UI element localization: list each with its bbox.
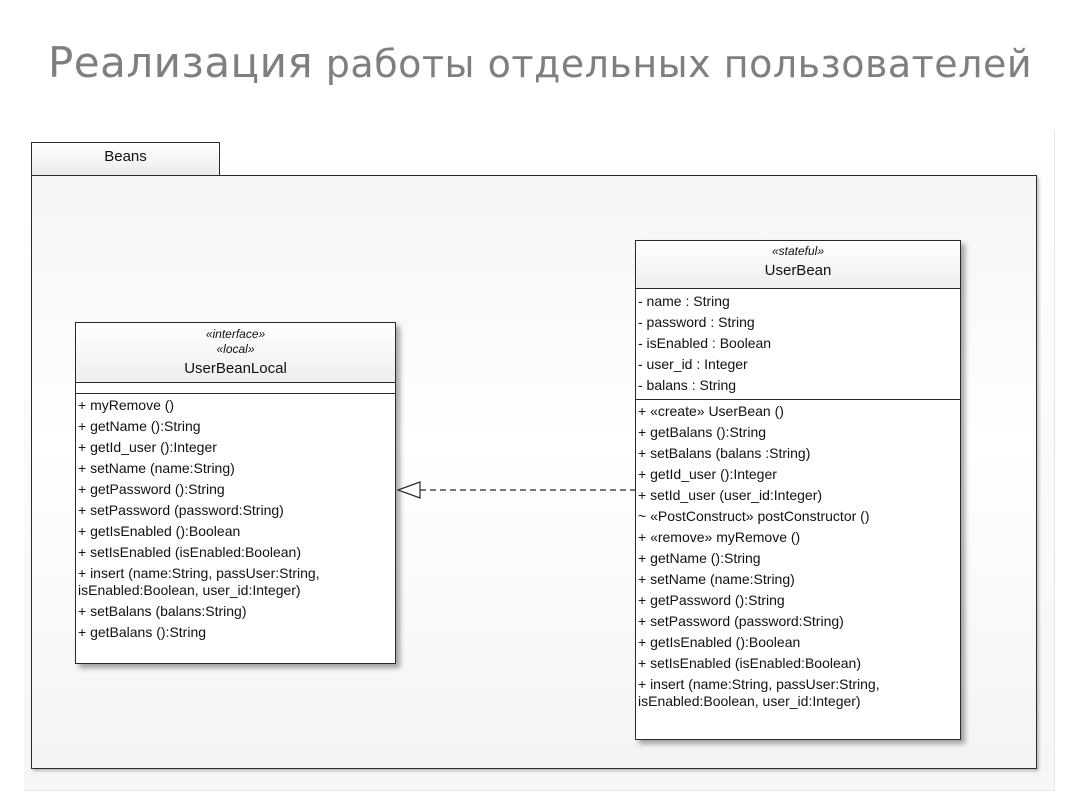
operation-item: + getIsEnabled ():Boolean [78,523,241,539]
operation-item: + insert (name:String, passUser:String, … [638,676,880,709]
stereotype-local: «local» [216,342,255,356]
operation-item: + setBalans (balans:String) [78,603,247,619]
operations-compartment: + «create» UserBean () + getBalans ():Str… [636,400,960,712]
attribute-item: - password : String [638,314,755,330]
class-name: UserBeanLocal [184,360,287,377]
attribute-item: - user_id : Integer [638,356,748,372]
attribute-item: - name : String [638,293,730,309]
operation-item: + setName (name:String) [78,460,235,476]
operation-item: + setBalans (balans :String) [638,445,811,461]
title-first-word: Реализация [47,38,314,87]
operation-item: + getId_user ():Integer [78,439,217,455]
class-header: «stateful» UserBean [636,241,960,289]
operation-item: + setIsEnabled (isEnabled:Boolean) [78,544,301,560]
operation-item: + setPassword (password:String) [638,613,844,629]
operation-item: + getPassword ():String [638,592,785,608]
operation-item: + setId_user (user_id:Integer) [638,487,823,503]
attributes-compartment [76,383,395,394]
operation-item: + getId_user ():Integer [638,466,777,482]
package-tab: Beans [31,142,220,175]
stereotype-stateful: «stateful» [771,244,825,258]
package-name: Beans [104,148,147,165]
operation-item: + «create» UserBean () [638,403,784,419]
operation-item: + myRemove () [78,397,175,413]
operation-item: + insert (name:String, passUser:String, … [78,565,320,598]
slide-title: Реализация работы отдельных пользователе… [0,38,1080,87]
title-rest: работы отдельных пользователей [325,42,1033,86]
class-userbeanlocal: «interface» «local» UserBeanLocal + myRe… [75,322,396,664]
attributes-compartment: - name : String - password : String - isEn… [636,289,960,400]
operation-item: + getPassword ():String [78,481,225,497]
class-header: «interface» «local» UserBeanLocal [76,323,395,383]
class-userbean: «stateful» UserBean - name : String - pas… [635,240,961,740]
operation-item: + «remove» myRemove () [638,529,801,545]
operation-item: + getBalans ():String [638,424,767,440]
stereotype-interface: «interface» [205,327,266,341]
operation-item: + getName ():String [78,418,201,434]
operation-item: + setPassword (password:String) [78,502,284,518]
attribute-item: - balans : String [638,377,737,393]
operation-item: + getName ():String [638,550,761,566]
attribute-item: - isEnabled : Boolean [638,335,772,351]
operation-item: + getIsEnabled ():Boolean [638,634,801,650]
operation-item: + setName (name:String) [638,571,795,587]
operation-item: + setIsEnabled (isEnabled:Boolean) [638,655,861,671]
class-name: UserBean [764,262,832,279]
operations-compartment: + myRemove () + getName ():String + getId_… [76,394,395,643]
operation-item: ~ «PostConstruct» postConstructor () [638,508,870,524]
operation-item: + getBalans ():String [78,624,207,640]
